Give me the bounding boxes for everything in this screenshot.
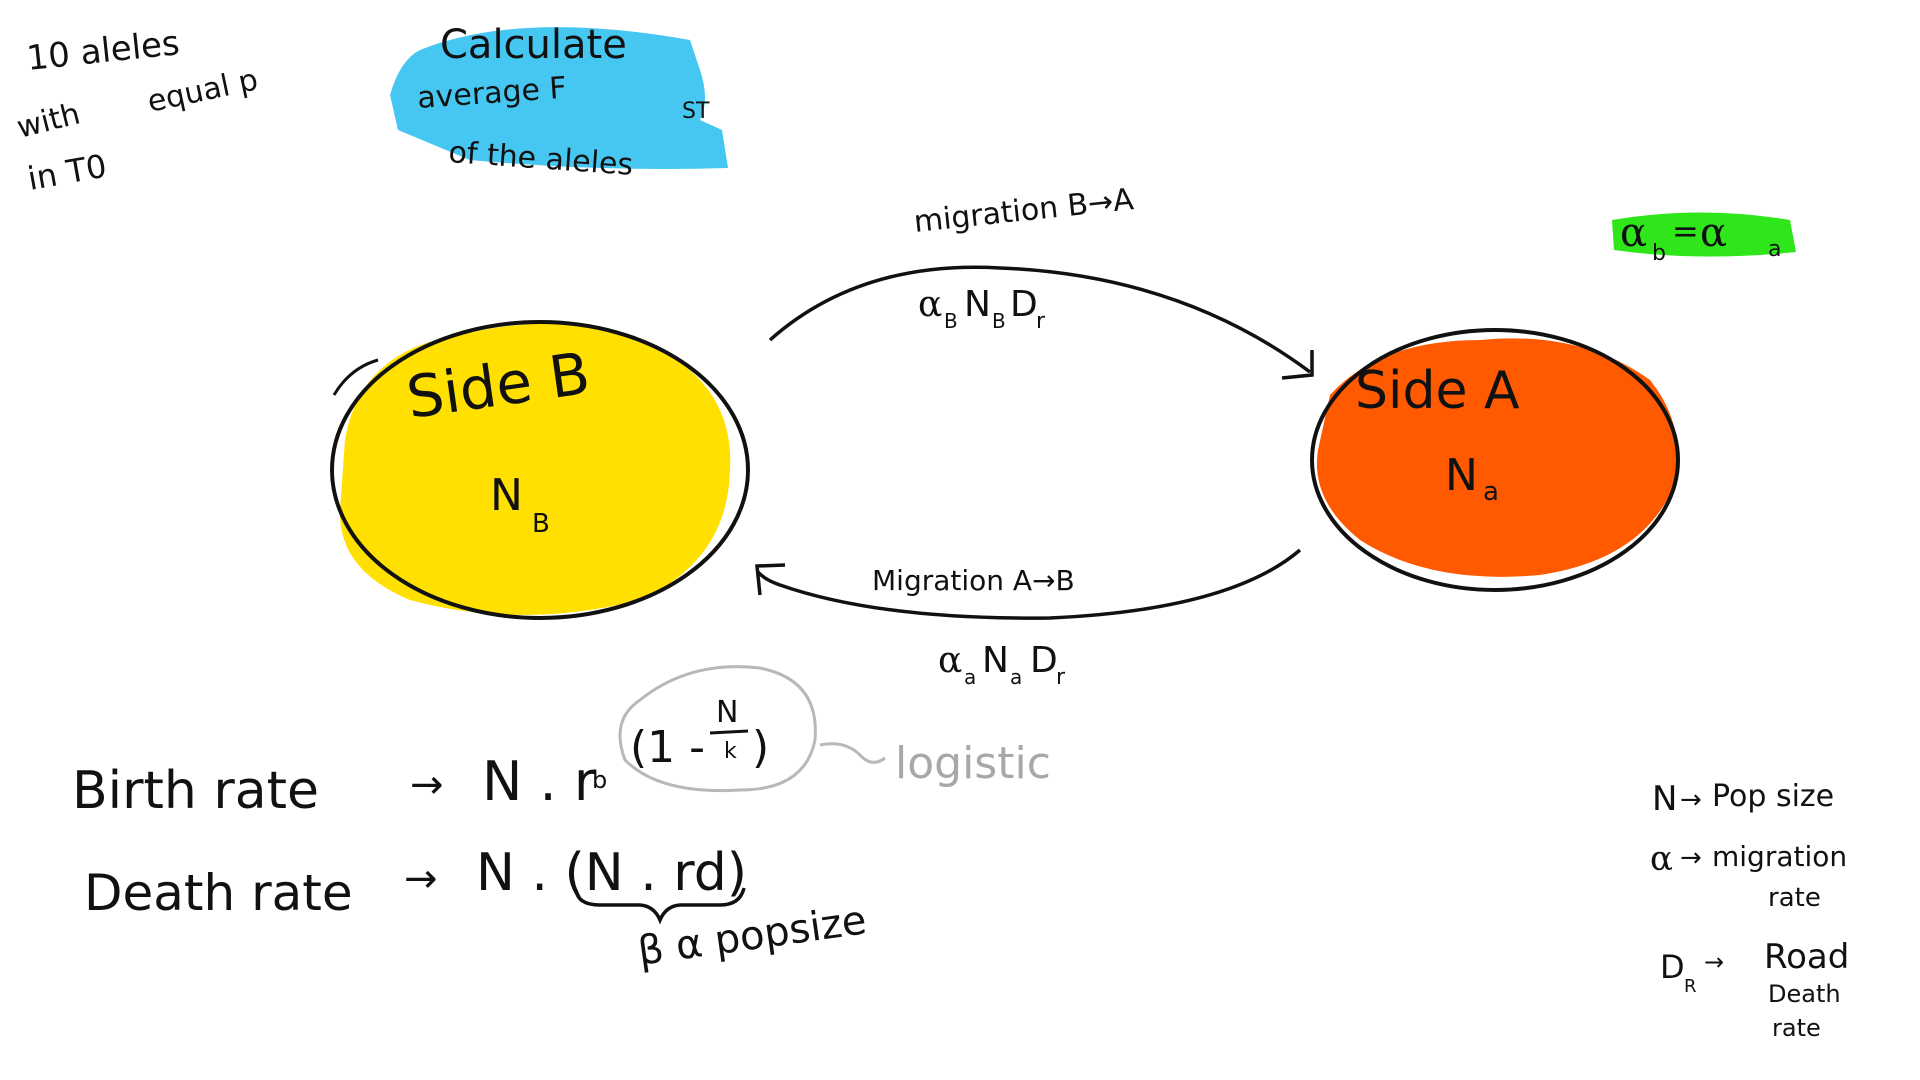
svg-text:a: a <box>1010 665 1022 689</box>
death-rate-equation: Death rate → N . (N . rd) β α popsize <box>84 843 869 975</box>
svg-text:N: N <box>982 640 1009 681</box>
svg-text:B: B <box>992 309 1006 333</box>
migration-a-to-b-label: Migration A→B <box>872 564 1075 597</box>
legend-d-key: D <box>1660 948 1685 986</box>
death-rate-formula: N . (N . rd) <box>476 843 747 903</box>
birth-rate-subscript: b <box>592 766 607 794</box>
side-a-fill <box>1316 338 1678 577</box>
alpha-a-symbol: α <box>1700 210 1727 256</box>
alleles-note-line2b: equal p <box>144 62 261 119</box>
side-b-size-sub: B <box>532 509 550 539</box>
legend-d-value-line1: Road <box>1764 937 1849 977</box>
alleles-note: 10 aleles with equal p in T0 <box>13 23 261 198</box>
death-rate-brace <box>574 887 746 925</box>
migration-b-to-a-label: migration B→A <box>912 182 1135 240</box>
migration-b-to-a-arrow <box>768 265 1312 374</box>
logistic-label: logistic <box>895 738 1051 789</box>
legend-d-arrow: → <box>1704 948 1724 976</box>
alleles-note-line3: in T0 <box>25 147 110 198</box>
svg-text:r: r <box>1036 309 1046 334</box>
calculate-line2-sub: ST <box>682 99 710 124</box>
migration-b-to-a-formula: α B N B D r <box>918 284 1046 334</box>
side-b-size: N <box>490 470 523 521</box>
birth-rate-equation: Birth rate → N . r b (1 - N k ) logistic <box>72 665 1051 821</box>
alleles-note-line2: with <box>13 96 83 145</box>
legend-n-arrow: → <box>1680 785 1702 815</box>
birth-rate-arrow: → <box>410 762 444 808</box>
logistic-close: ) <box>752 722 769 773</box>
side-a-population: Side A N a <box>1310 328 1680 592</box>
svg-text:D: D <box>1010 284 1038 325</box>
logistic-pointer <box>819 742 886 764</box>
death-rate-label: Death rate <box>84 864 353 922</box>
side-a-outline <box>1310 328 1680 592</box>
side-a-size: N <box>1445 450 1478 501</box>
logistic-circle <box>618 665 817 793</box>
svg-text:α: α <box>918 284 942 325</box>
logistic-open: (1 - <box>630 722 705 773</box>
alleles-note-line1: 10 aleles <box>25 23 182 79</box>
calculate-highlight <box>390 27 728 170</box>
alpha-equals-sign: = <box>1672 212 1699 250</box>
calculate-fst-note: Calculate average F ST of the aleles <box>390 22 728 183</box>
logistic-term: (1 - N k ) <box>630 695 769 773</box>
legend-alpha-key: α <box>1650 839 1673 879</box>
legend-alpha-value-line1: migration <box>1712 840 1847 873</box>
birth-rate-label: Birth rate <box>72 761 319 821</box>
calculate-line1: Calculate <box>440 22 627 68</box>
birth-rate-formula: N . r <box>482 750 597 813</box>
alpha-highlight <box>1612 212 1796 257</box>
svg-text:a: a <box>964 665 976 689</box>
svg-text:α: α <box>938 640 962 681</box>
alpha-b-subscript: b <box>1652 241 1666 266</box>
legend-d-value-line2: Death <box>1768 980 1841 1008</box>
side-b-outline <box>330 320 750 620</box>
svg-text:D: D <box>1030 640 1058 681</box>
side-b-fill <box>339 323 731 615</box>
logistic-denominator: k <box>724 739 737 764</box>
migration-a-to-b-formula: α a N a D r <box>938 640 1066 690</box>
alpha-a-subscript: a <box>1768 237 1781 262</box>
alpha-equality-note: α b = α a <box>1612 210 1796 266</box>
svg-text:B: B <box>944 309 958 333</box>
side-a-label: Side A <box>1355 361 1520 421</box>
migration-b-to-a: migration B→A α B N B D r <box>768 182 1314 380</box>
alpha-b-symbol: α <box>1620 210 1647 256</box>
migration-a-to-b: Migration A→B α a N a D r <box>755 548 1302 690</box>
legend-n-key: N <box>1652 779 1677 819</box>
migration-a-to-b-arrow <box>756 548 1302 620</box>
legend-alpha-arrow: → <box>1680 843 1702 873</box>
legend: N → Pop size α → migration rate D R → Ro… <box>1650 779 1849 1042</box>
svg-text:N: N <box>964 284 991 325</box>
legend-alpha-value-line2: rate <box>1768 883 1821 913</box>
legend-d-value-line3: rate <box>1772 1014 1821 1042</box>
logistic-numerator: N <box>716 695 738 730</box>
legend-n-value: Pop size <box>1712 779 1834 814</box>
legend-d-key-sub: R <box>1684 976 1697 997</box>
side-a-size-sub: a <box>1483 477 1499 507</box>
svg-text:r: r <box>1056 665 1066 690</box>
side-b-population: Side B N B <box>330 320 750 620</box>
death-rate-arrow: → <box>404 856 438 902</box>
